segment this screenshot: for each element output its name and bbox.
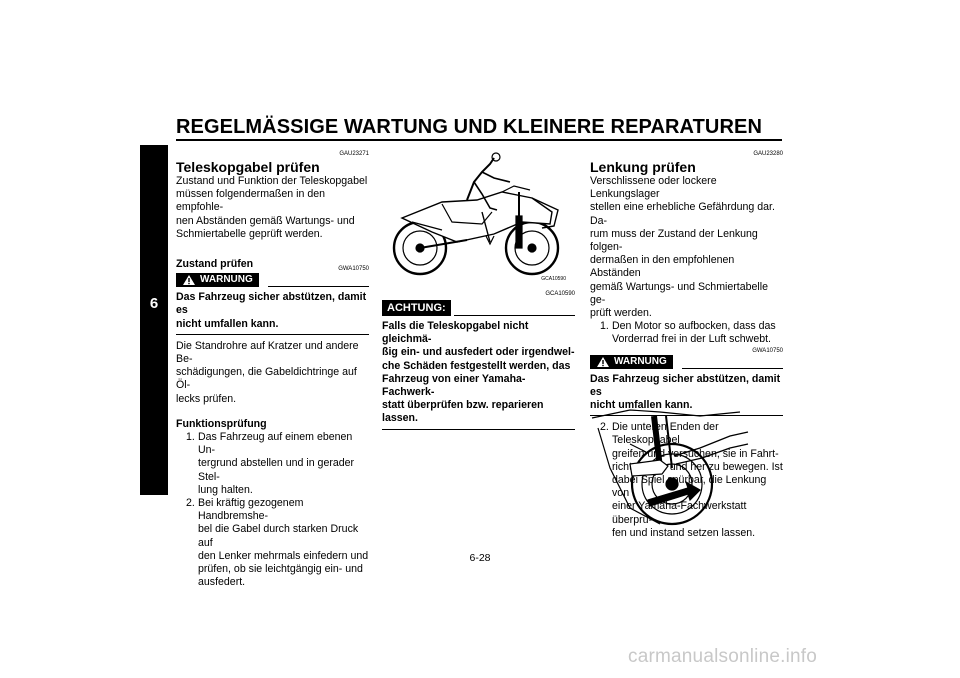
caution-text: Falls die Teleskopgabel nicht gleichmä- … <box>382 320 575 430</box>
warning-code: GWA10750 <box>752 347 783 354</box>
warning-box: GWA10750 WARNUNG Das Fahrzeug sicher abs… <box>590 348 783 417</box>
figure-code: GCA10590 <box>541 276 566 282</box>
motorcycle-fork-illustration: GCA10590 <box>392 152 566 282</box>
warning-box: GWA10750 WARNUNG Das Fahrzeug sicher abs… <box>176 266 369 335</box>
section-heading: Lenkung prüfen <box>590 159 696 175</box>
text-line: Zustand und Funktion der Teleskopgabel <box>176 175 368 187</box>
chapter-tab: 6 <box>140 145 168 495</box>
section-code: GAU23271 <box>339 151 369 157</box>
warning-label: WARNUNG <box>614 355 667 367</box>
column-fork-check: GAU23271 Teleskopgabel prüfen Zustand un… <box>176 150 369 589</box>
list-number: 1. <box>186 431 195 444</box>
warning-badge: WARNUNG <box>590 354 673 369</box>
steering-check-illustration <box>591 409 749 526</box>
text-line: den Lenker mehrmals einfedern und <box>198 549 369 562</box>
intro-text: Verschlissene oder lockere Lenkungslager… <box>590 175 783 320</box>
subheading-condition: Zustand prüfen <box>176 258 254 271</box>
chapter-number: 6 <box>149 295 159 312</box>
text-line: fen und instand setzen lassen. <box>612 526 756 539</box>
text-line: Vorderrad frei in der Luft schwebt. <box>612 333 771 346</box>
list-item: 1. Den Motor so aufbocken, dass das Vord… <box>590 320 783 346</box>
list-number: 2. <box>186 497 195 510</box>
section-code: GAU23280 <box>753 151 783 157</box>
text-line: ßig ein- und ausfedert oder irgendwel- <box>382 346 575 359</box>
text-line: dabei Spiel spürbar, die Lenkung von <box>612 474 767 500</box>
list-number: 1. <box>600 320 609 333</box>
text-line: nicht umfallen kann. <box>590 399 693 412</box>
text-line: lecks prüfen. <box>176 392 237 405</box>
warning-icon <box>183 275 195 286</box>
warning-text: Das Fahrzeug sicher abstützen, damit es … <box>590 373 783 417</box>
text-line: statt überprüfen bzw. reparieren lassen. <box>382 399 544 425</box>
list-item: 2. Bei kräftig gezogenem Handbremshe- be… <box>176 497 369 589</box>
text-line: Den Motor so aufbocken, dass das <box>612 320 776 333</box>
list-number: 2. <box>600 421 609 434</box>
body-text: Die Standrohre auf Kratzer und andere Be… <box>176 340 369 406</box>
text-line: Das Fahrzeug sicher abstützen, damit es <box>590 372 781 398</box>
text-line: müssen folgendermaßen in den empfohle- <box>176 188 325 214</box>
warning-text: Das Fahrzeug sicher abstützen, damit es … <box>176 291 369 335</box>
text-line: nicht umfallen kann. <box>176 317 279 330</box>
subheading-function: Funktionsprüfung <box>176 417 267 430</box>
text-line: Verschlissene oder lockere Lenkungslager <box>590 175 717 201</box>
text-line: Die Standrohre auf Kratzer und andere Be… <box>176 339 359 366</box>
warning-label: WARNUNG <box>200 274 253 286</box>
text-line: prüfen, ob sie leichtgängig ein- und <box>198 563 363 576</box>
header-rule <box>176 139 782 141</box>
watermark-text: carmanualsonline.info <box>628 646 818 667</box>
text-line: Das Fahrzeug auf einem ebenen Un- <box>198 431 353 457</box>
warning-rule <box>682 367 783 369</box>
text-line: ausfedert. <box>198 576 246 589</box>
page-number: 6-28 <box>469 552 491 564</box>
caution-header: ACHTUNG: <box>382 300 575 316</box>
page-title: REGELMÄSSIGE WARTUNG UND KLEINERE REPARA… <box>176 116 763 138</box>
text-line: einer Yamaha-Fachwerkstatt überprü- <box>612 500 747 526</box>
text-line: Die unteren Enden der Teleskopgabel <box>612 421 719 447</box>
text-line: che Schäden festgestellt werden, das <box>382 359 571 372</box>
text-line: rum muss der Zustand der Lenkung folgen- <box>590 227 758 254</box>
caution-badge: ACHTUNG: <box>382 300 451 316</box>
caution-code: GCA10590 <box>545 291 575 297</box>
intro-text: Zustand und Funktion der Teleskopgabel m… <box>176 175 369 241</box>
column-steering-check: GAU23280 Lenkung prüfen Verschlissene od… <box>590 150 783 540</box>
warning-icon <box>597 356 609 367</box>
list-item: 2. Die unteren Enden der Teleskopgabel g… <box>590 421 783 540</box>
text-line: Falls die Teleskopgabel nicht gleichmä- <box>382 320 529 346</box>
text-line: gemäß Wartungs- und Schmiertabelle ge- <box>590 280 769 306</box>
text-line: stellen eine erhebliche Gefährdung dar. … <box>590 201 775 227</box>
text-line: bel die Gabel durch starken Druck auf <box>198 523 359 549</box>
text-line: Bei kräftig gezogenem Handbremshe- <box>198 497 304 523</box>
text-line: lung halten. <box>198 483 253 496</box>
warning-header: GWA10750 WARNUNG <box>176 266 369 288</box>
text-line: Das Fahrzeug sicher abstützen, damit es <box>176 291 367 317</box>
text-line: nen Abständen gemäß Wartungs- und <box>176 214 355 227</box>
text-line: Schmiertabelle geprüft werden. <box>176 227 323 240</box>
text-line: greifen und versuchen, sie in Fahrt- <box>612 447 779 460</box>
text-line: Fahrzeug von einer Yamaha-Fachwerk- <box>382 372 526 399</box>
text-line: schädigungen, die Gabeldichtringe auf Öl… <box>176 366 357 392</box>
list-item: 1. Das Fahrzeug auf einem ebenen Un- ter… <box>176 431 369 497</box>
warning-badge: WARNUNG <box>176 273 259 288</box>
text-line: prüft werden. <box>590 307 652 320</box>
text-line: dermaßen in den empfohlenen Abständen <box>590 254 735 280</box>
warning-header: GWA10750 WARNUNG <box>590 348 783 369</box>
warning-code: GWA10750 <box>338 266 369 273</box>
section-heading: Teleskopgabel prüfen <box>176 159 320 175</box>
warning-rule <box>268 286 369 288</box>
column-caution: GCA10590 ACHTUNG: Falls die Teleskopgabe… <box>382 290 575 430</box>
caution-rule <box>454 315 575 316</box>
text-line: tergrund abstellen und in gerader Stel- <box>198 457 355 483</box>
